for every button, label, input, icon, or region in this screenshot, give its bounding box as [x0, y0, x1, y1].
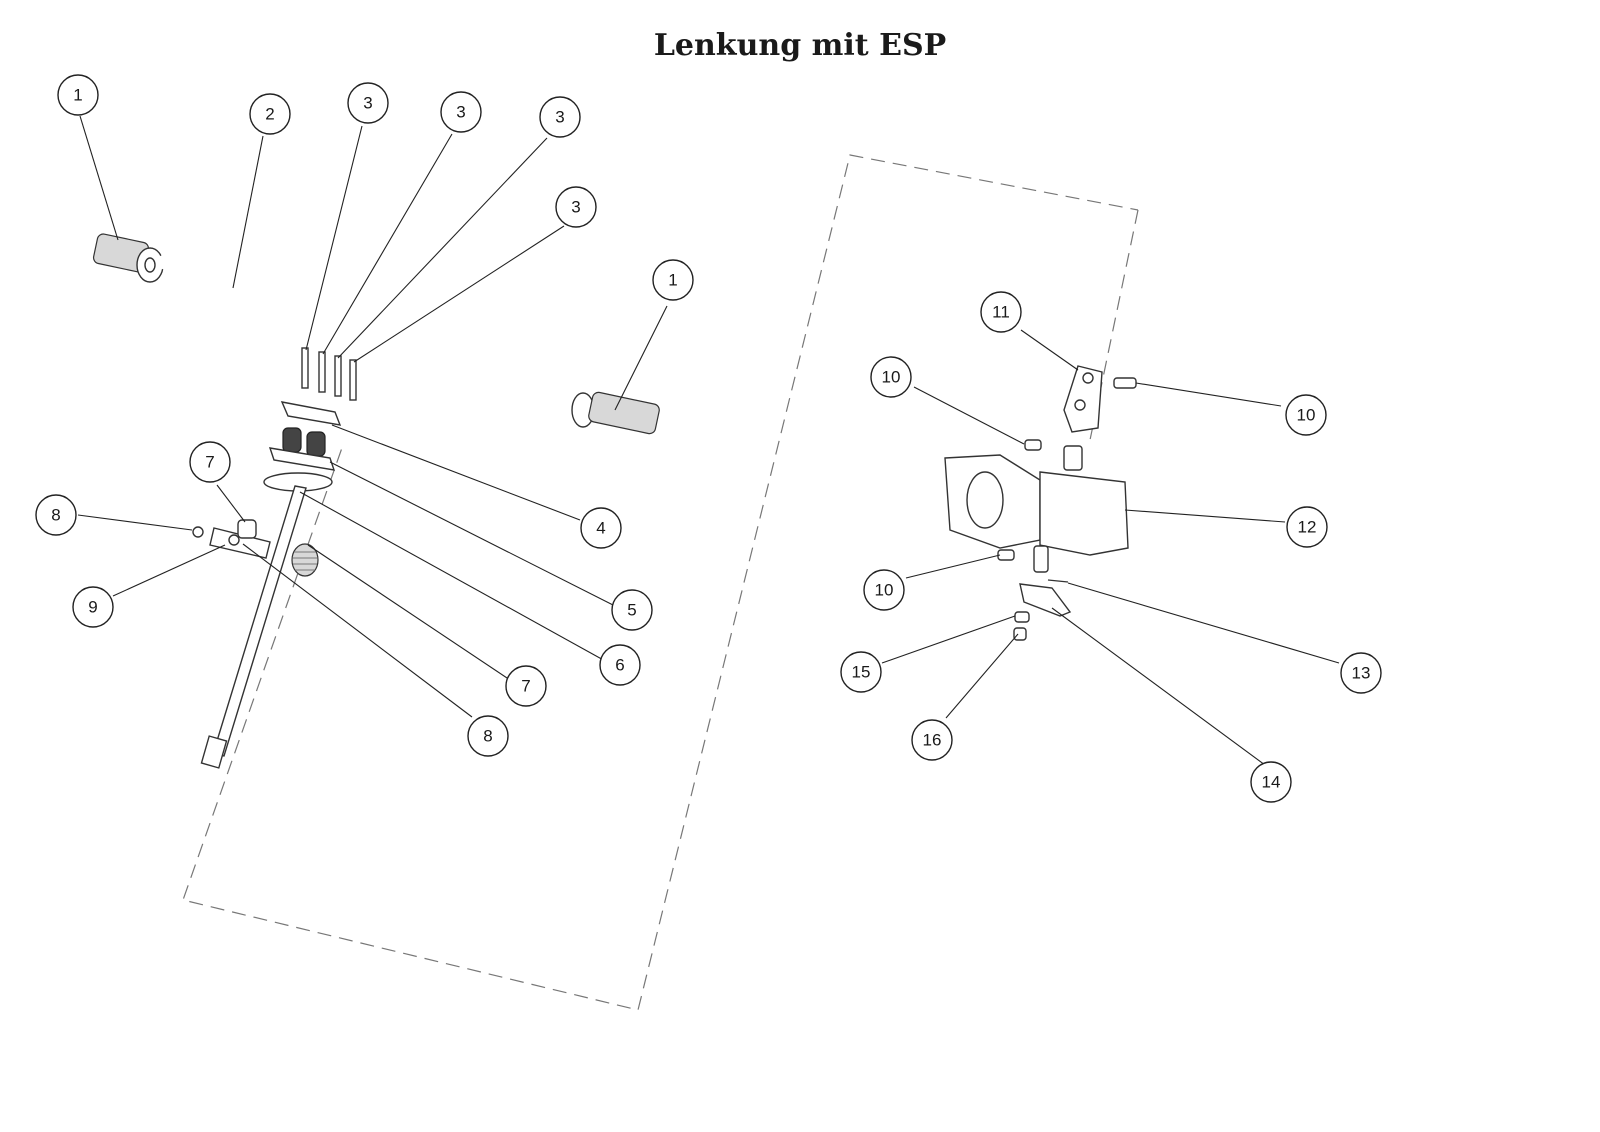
callout-1-right-grip: 1 — [652, 259, 694, 301]
callout-9-bracket-plate: 9 — [72, 586, 114, 628]
svg-text:9: 9 — [88, 598, 97, 617]
callout-10-bolt-lower: 10 — [863, 569, 905, 611]
svg-text:7: 7 — [521, 677, 530, 696]
callout-3-bolt-b: 3 — [440, 91, 482, 133]
callout-11-universal-joint: 11 — [980, 291, 1022, 333]
input-shaft — [1063, 445, 1083, 471]
svg-text:8: 8 — [51, 506, 60, 525]
callout-12-esp-unit: 12 — [1286, 506, 1328, 548]
svg-text:7: 7 — [205, 453, 214, 472]
svg-text:16: 16 — [923, 731, 942, 750]
callout-6-bearing-plate: 6 — [599, 644, 641, 686]
callout-3-bolt-a: 3 — [347, 82, 389, 124]
svg-text:10: 10 — [1297, 406, 1316, 425]
svg-text:2: 2 — [265, 105, 274, 124]
callout-14-lower-clamp-esp: 14 — [1250, 761, 1292, 803]
universal-joint — [1063, 365, 1103, 433]
callout-3-bolt-c: 3 — [539, 96, 581, 138]
callout-8-bracket-bolt: 8 — [467, 715, 509, 757]
svg-text:1: 1 — [73, 86, 82, 105]
callout-15-bushing: 15 — [840, 651, 882, 693]
callout-7-ribbed-cap: 7 — [505, 665, 547, 707]
svg-text:8: 8 — [483, 727, 492, 746]
svg-text:4: 4 — [596, 519, 605, 538]
svg-text:6: 6 — [615, 656, 624, 675]
column-end — [200, 735, 228, 769]
svg-text:3: 3 — [456, 103, 465, 122]
left-assembly-boundary — [182, 154, 1139, 1011]
lower-clamp — [268, 447, 336, 471]
callout-3-bolt-d: 3 — [555, 186, 597, 228]
svg-text:12: 12 — [1298, 518, 1317, 537]
bolt-lower — [997, 549, 1015, 561]
column-bracket — [209, 519, 271, 559]
upper-clamp — [280, 401, 342, 457]
callout-10-bolt-upper-left: 10 — [870, 356, 912, 398]
svg-text:3: 3 — [363, 94, 372, 113]
svg-text:13: 13 — [1352, 664, 1371, 683]
handlebar-assembly — [92, 233, 660, 769]
small-nut — [1013, 627, 1027, 641]
bolt-upper-left — [1024, 439, 1042, 451]
callout-7-bracket: 7 — [189, 441, 231, 483]
small-bushing — [1014, 611, 1030, 623]
svg-text:1: 1 — [668, 271, 677, 290]
svg-text:3: 3 — [571, 198, 580, 217]
steering-column — [212, 485, 307, 757]
callout-8-nut-left: 8 — [35, 494, 77, 536]
callout-10-joint-bolt: 10 — [1285, 394, 1327, 436]
svg-text:5: 5 — [627, 601, 636, 620]
callout-13-pin: 13 — [1340, 652, 1382, 694]
output-shaft — [1033, 545, 1049, 573]
lower-clamp-esp — [1019, 583, 1072, 617]
svg-text:10: 10 — [875, 581, 894, 600]
clamp-bolts — [301, 347, 357, 401]
callout-2-handlebar: 2 — [249, 93, 291, 135]
callout-1-left-grip: 1 — [57, 74, 99, 116]
svg-text:3: 3 — [555, 108, 564, 127]
leader-lines — [77, 115, 1340, 766]
esp-assembly — [944, 365, 1137, 641]
diagram-title: Lenkung mit ESP — [653, 28, 947, 63]
svg-text:15: 15 — [852, 663, 871, 682]
callout-4-upper-clamp: 4 — [580, 507, 622, 549]
svg-text:11: 11 — [992, 303, 1010, 322]
svg-text:14: 14 — [1262, 773, 1281, 792]
callout-5-lower-clamp: 5 — [611, 589, 653, 631]
right-assembly-boundary — [1089, 209, 1139, 441]
joint-bolt — [1113, 377, 1137, 389]
callout-16-nut: 16 — [911, 719, 953, 761]
esp-gearbox — [1039, 471, 1129, 556]
svg-text:10: 10 — [882, 368, 901, 387]
left-grip — [92, 233, 164, 283]
nut-left — [192, 526, 204, 538]
right-grip — [571, 391, 660, 435]
